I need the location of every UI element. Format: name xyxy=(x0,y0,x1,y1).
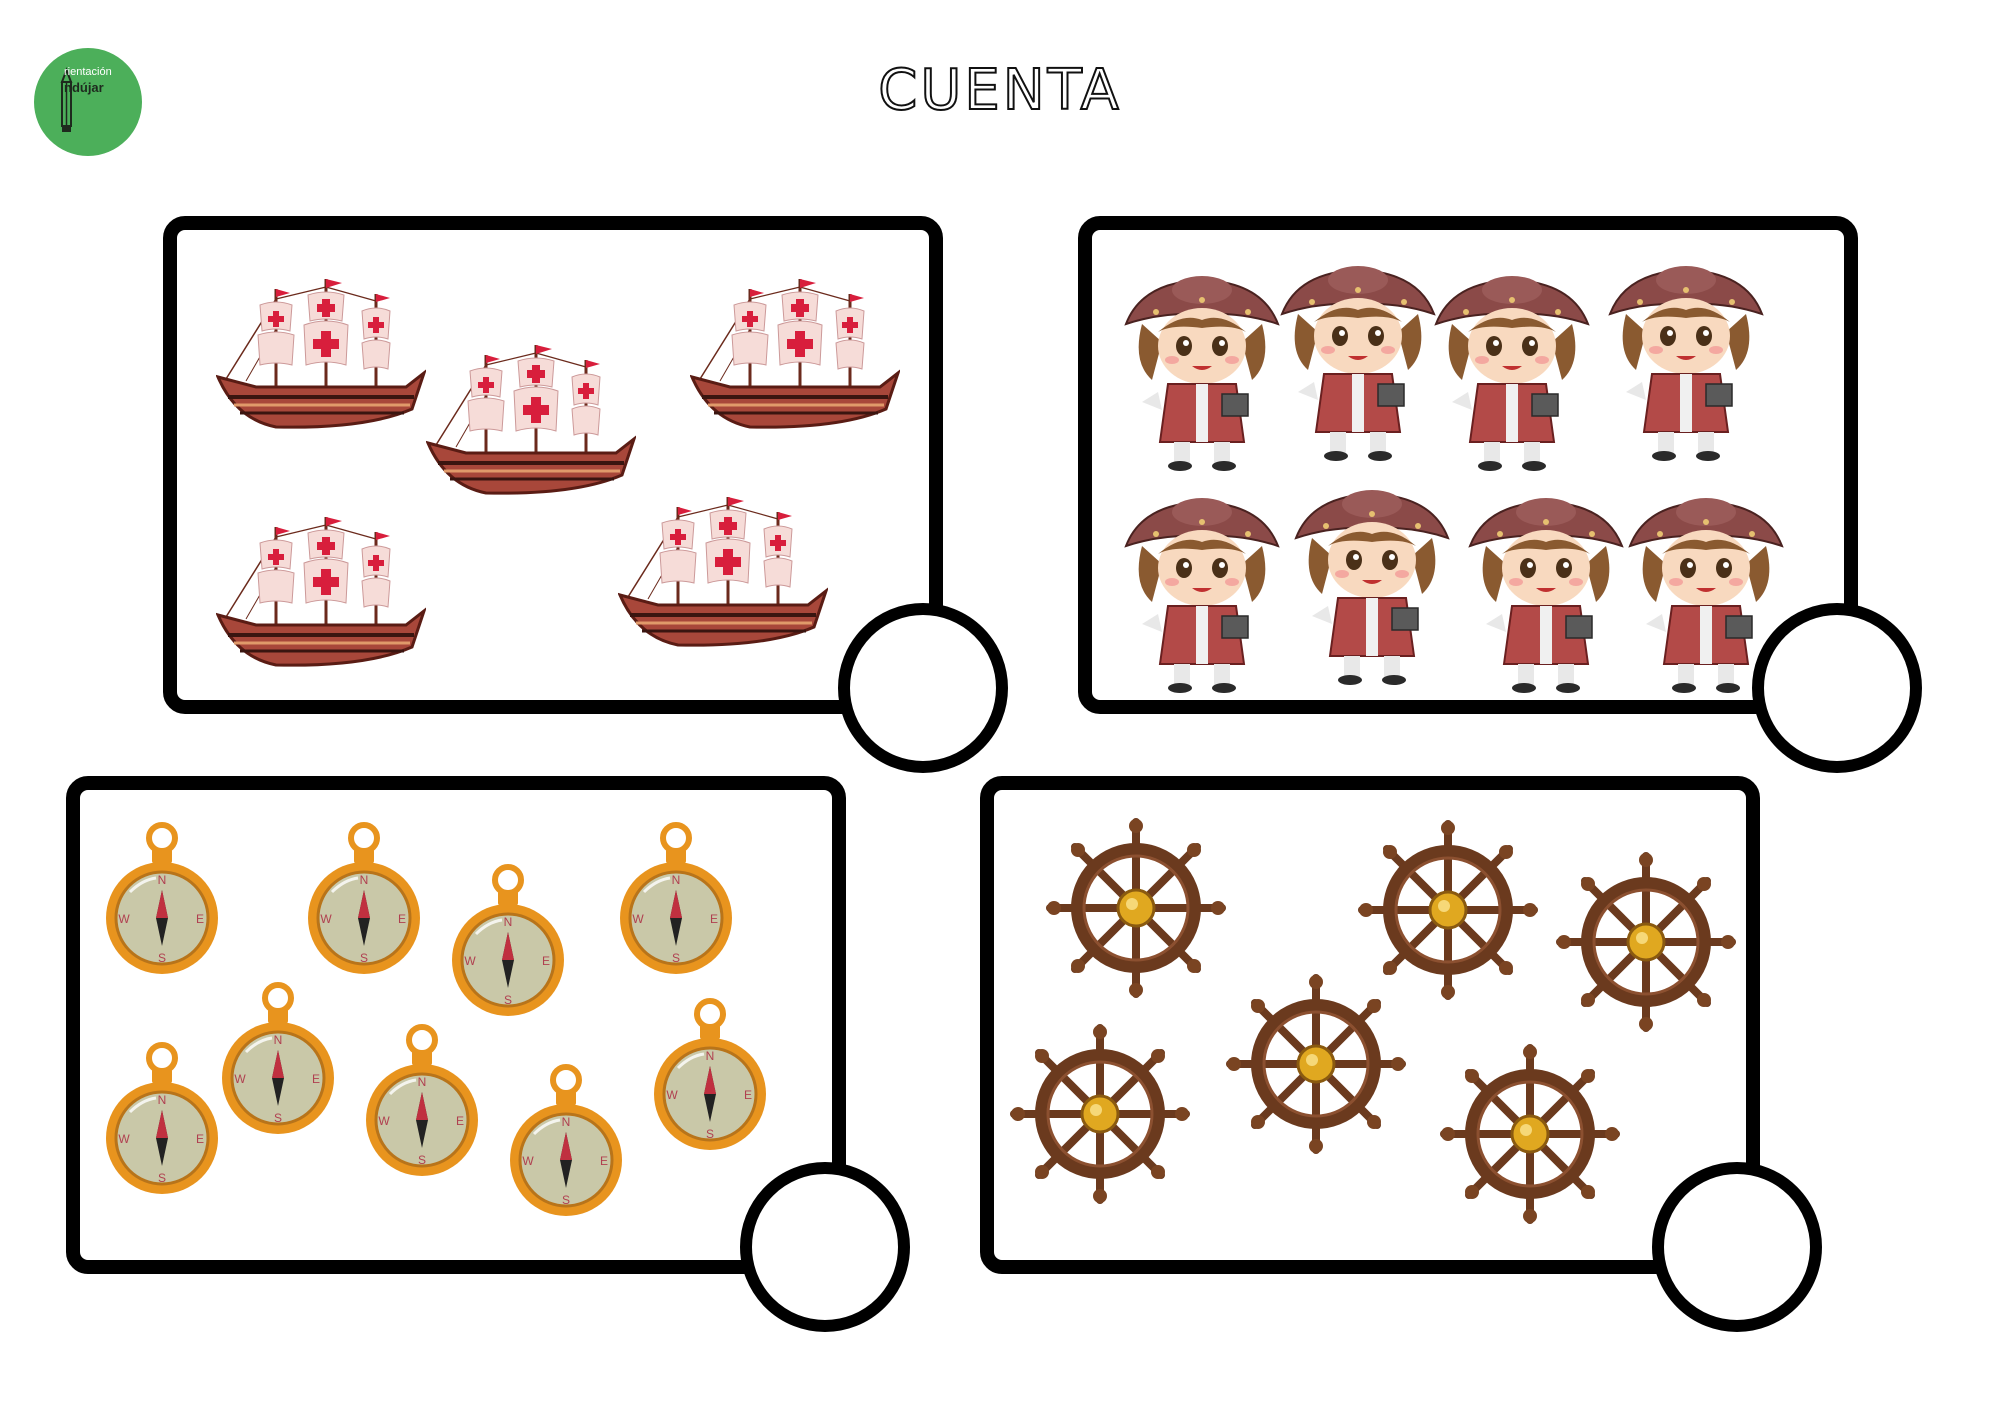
compass-icon xyxy=(102,1040,222,1200)
logo-text-top: rientación xyxy=(64,66,112,78)
ship-wheel-icon xyxy=(1046,818,1226,998)
answer-circle-compasses[interactable] xyxy=(740,1162,910,1332)
ship-wheel-icon xyxy=(1226,974,1406,1154)
compass-icon xyxy=(304,820,424,980)
logo-text-bottom: ndújar xyxy=(64,80,104,95)
answer-circle-explorers[interactable] xyxy=(1752,603,1922,773)
explorer-icon xyxy=(1278,252,1438,462)
explorer-icon xyxy=(1292,476,1452,686)
compass-icon xyxy=(448,862,568,1022)
ship-wheel-icon xyxy=(1010,1024,1190,1204)
explorer-icon xyxy=(1122,262,1282,472)
compass-icon xyxy=(506,1062,626,1222)
answer-circle-helms[interactable] xyxy=(1652,1162,1822,1332)
ship-wheel-icon xyxy=(1440,1044,1620,1224)
explorer-icon xyxy=(1432,262,1592,472)
ship-icon xyxy=(618,482,828,662)
logo xyxy=(34,48,142,156)
explorer-icon xyxy=(1122,484,1282,694)
ship-icon xyxy=(216,264,426,444)
ship-wheel-icon xyxy=(1556,852,1736,1032)
compass-icon xyxy=(102,820,222,980)
compass-icon xyxy=(616,820,736,980)
compass-icon xyxy=(218,980,338,1140)
compass-icon xyxy=(362,1022,482,1182)
ship-icon xyxy=(690,264,900,444)
explorer-icon xyxy=(1606,252,1766,462)
pencil-icon xyxy=(60,67,73,132)
page-title: CUENTA xyxy=(877,57,1122,124)
ship-icon xyxy=(426,330,636,510)
explorer-icon xyxy=(1466,484,1626,694)
compass-icon xyxy=(650,996,770,1156)
ship-icon xyxy=(216,502,426,682)
answer-circle-ships[interactable] xyxy=(838,603,1008,773)
ship-wheel-icon xyxy=(1358,820,1538,1000)
